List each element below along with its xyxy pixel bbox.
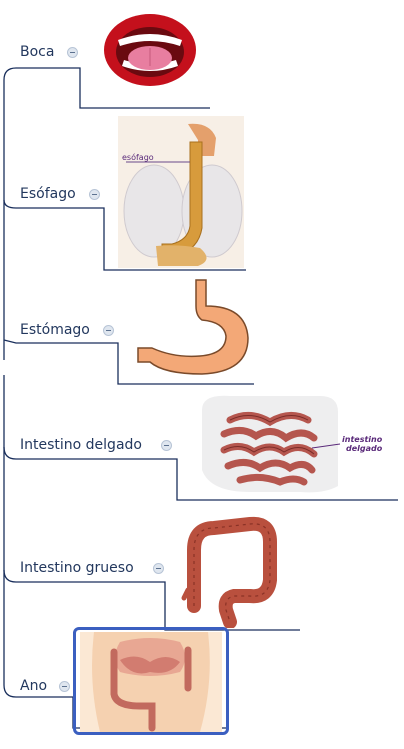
topic-label-ano[interactable]: Ano (20, 678, 47, 694)
small-intestine-icon: intestino delgado (190, 390, 396, 498)
mouth-icon (94, 0, 206, 106)
collapse-toggle-icon[interactable] (103, 325, 114, 336)
collapse-toggle-icon[interactable] (161, 440, 172, 451)
topic-label-esofago[interactable]: Esófago (20, 186, 76, 202)
stomach-icon (130, 276, 254, 380)
large-intestine-image[interactable] (180, 510, 280, 628)
collapse-toggle-icon[interactable] (89, 189, 100, 200)
collapse-toggle-icon[interactable] (67, 47, 78, 58)
esophagus-caption: esófago (122, 152, 154, 162)
collapse-toggle-icon[interactable] (59, 681, 70, 692)
esophagus-icon: esófago (118, 116, 244, 268)
small-intestine-caption-line1: intestino (342, 435, 383, 444)
selection-highlight (73, 627, 229, 735)
mouth-image[interactable] (94, 0, 206, 106)
topic-label-estomago[interactable]: Estómago (20, 322, 90, 338)
topic-label-intestino-grueso[interactable]: Intestino grueso (20, 560, 134, 576)
collapse-toggle-icon[interactable] (153, 563, 164, 574)
large-intestine-icon (180, 510, 280, 628)
small-intestine-caption-line2: delgado (346, 444, 383, 453)
stomach-image[interactable] (130, 276, 254, 380)
small-intestine-image[interactable]: intestino delgado (190, 390, 396, 498)
topic-label-intestino-delgado[interactable]: Intestino delgado (20, 437, 142, 453)
topic-label-boca[interactable]: Boca (20, 44, 54, 60)
esophagus-image[interactable]: esófago (118, 116, 244, 268)
